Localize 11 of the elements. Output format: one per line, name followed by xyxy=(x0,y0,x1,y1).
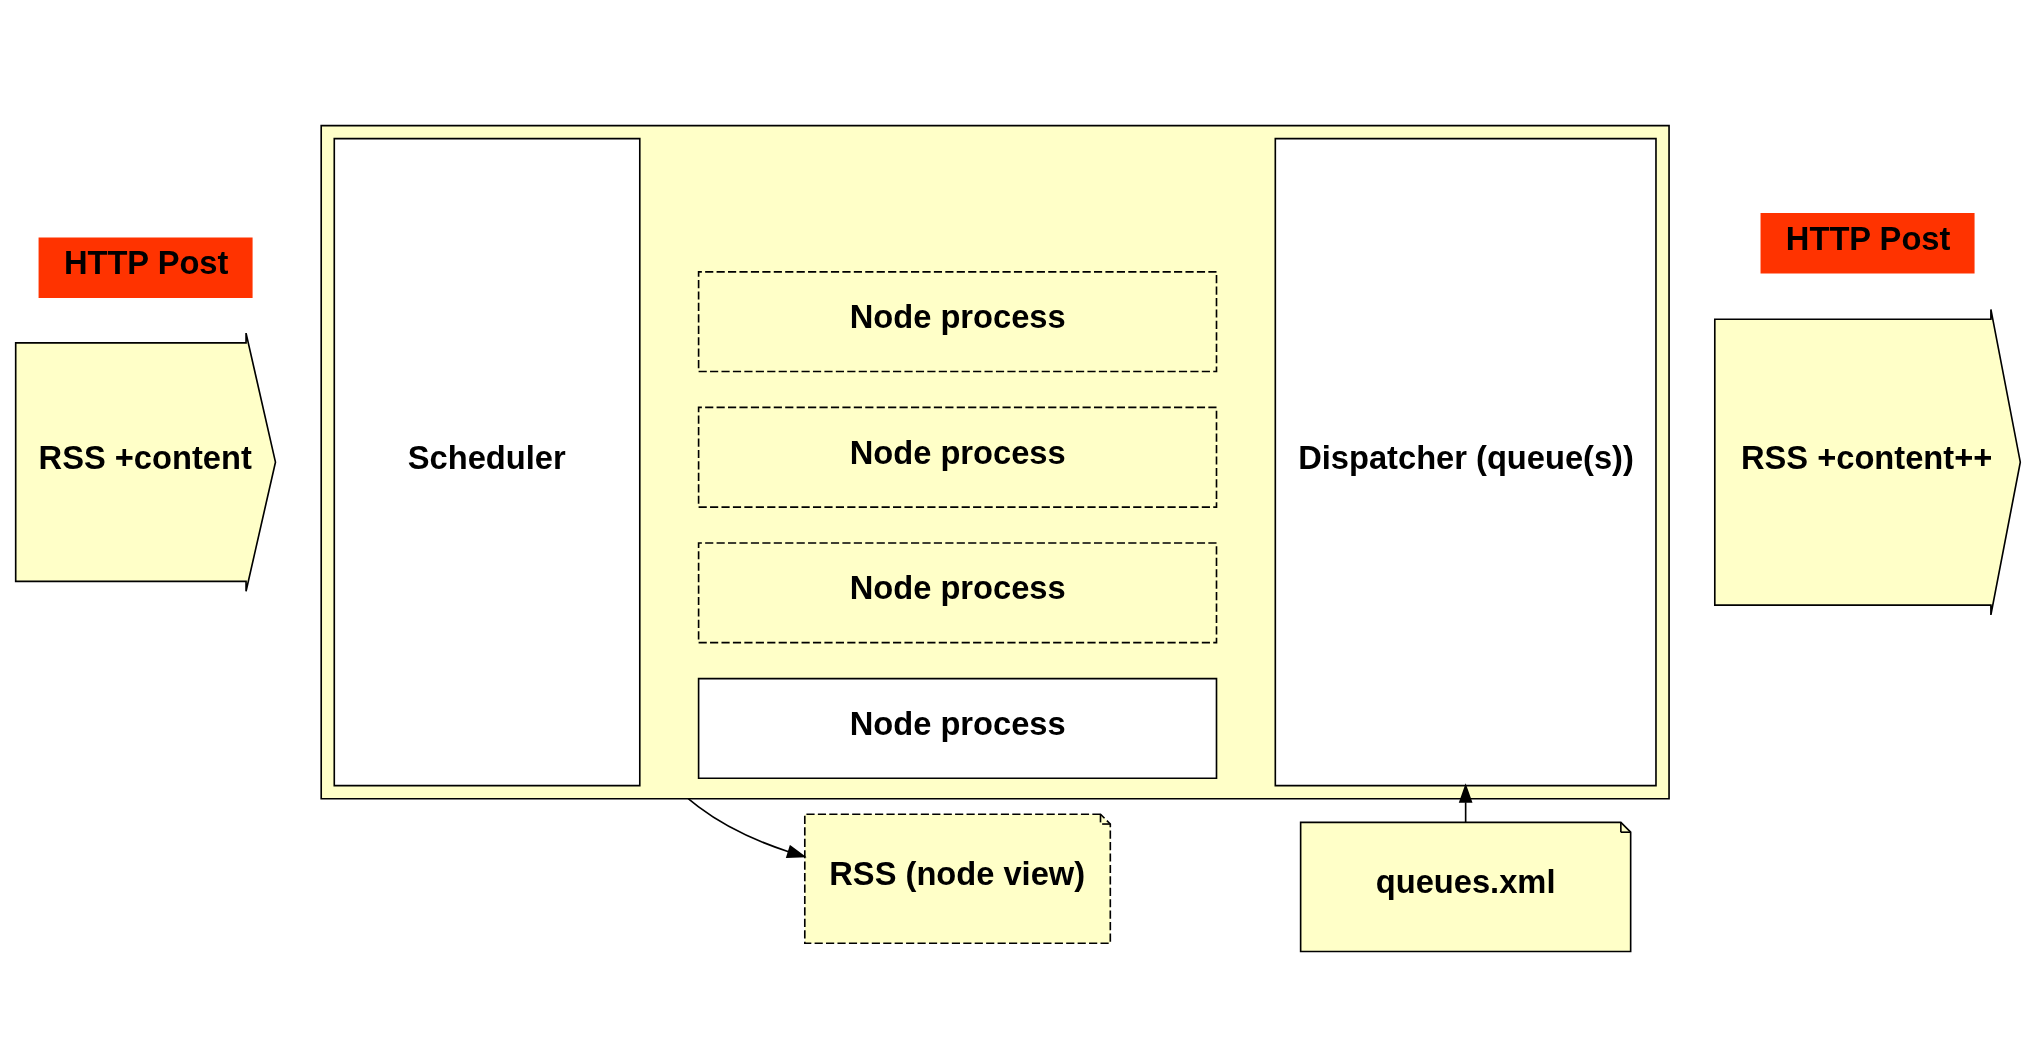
cluster xyxy=(319,124,1670,800)
node-box: Scheduler xyxy=(332,137,641,787)
arrow xyxy=(686,797,807,859)
node-box: Node process xyxy=(697,406,1217,508)
node-box: Node process xyxy=(697,271,1217,373)
arrow xyxy=(1458,783,1472,824)
node-box: Dispatcher (queue(s)) xyxy=(1274,137,1657,787)
node-box: HTTP Post xyxy=(1760,213,1975,274)
node-box: HTTP Post xyxy=(38,237,253,298)
node-box: Node process xyxy=(697,542,1217,644)
node-box: Node process xyxy=(697,677,1217,780)
